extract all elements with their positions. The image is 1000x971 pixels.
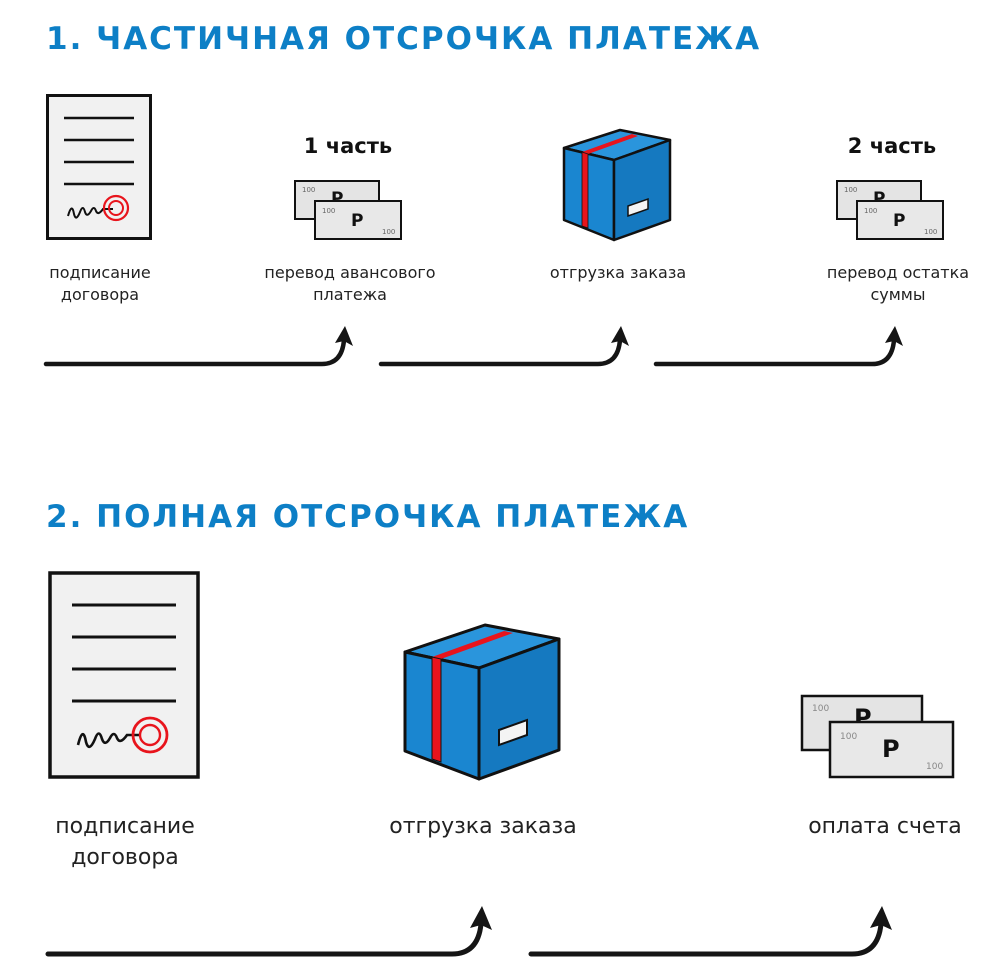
banknote-denomination: 100: [864, 207, 877, 215]
banknote-denomination: 100: [812, 704, 829, 714]
section-1-title: 1. ЧАСТИЧНАЯ ОТСРОЧКА ПЛАТЕЖА: [46, 21, 762, 57]
banknote-denomination: 100: [302, 186, 315, 194]
banknote-symbol: Р: [882, 735, 900, 763]
flow-arrows-section-2: [0, 880, 1000, 970]
step-caption-shipment: отгрузка заказа: [389, 814, 577, 839]
banknote-symbol: Р: [351, 211, 363, 231]
part-label-2: 2 часть: [847, 134, 937, 158]
banknote-denomination: 100: [322, 207, 335, 215]
banknote-denomination: 100: [844, 186, 857, 194]
banknotes-icon: 100 Р 100 Р 100: [800, 694, 956, 780]
banknote-denomination: 100: [926, 762, 943, 772]
box-icon: [562, 128, 674, 244]
banknote-denomination: 100: [840, 732, 857, 742]
step-caption-payment: оплата счета: [808, 814, 962, 839]
contract-icon: [46, 94, 152, 240]
banknote-symbol: Р: [893, 211, 905, 231]
banknotes-icon: 100 Р 100 Р 100: [836, 180, 946, 242]
banknote-denomination: 100: [924, 228, 937, 236]
part-label-1: 1 часть: [303, 134, 393, 158]
section-2-title: 2. ПОЛНАЯ ОТСРОЧКА ПЛАТЕЖА: [46, 499, 690, 535]
banknote-denomination: 100: [382, 228, 395, 236]
contract-icon: [48, 571, 200, 779]
flow-arrows-section-1: [0, 0, 1000, 400]
box-icon: [403, 622, 563, 782]
banknotes-icon: 100 Р 100 Р 100: [294, 180, 404, 242]
step-caption-shipment: отгрузка заказа: [549, 263, 687, 282]
